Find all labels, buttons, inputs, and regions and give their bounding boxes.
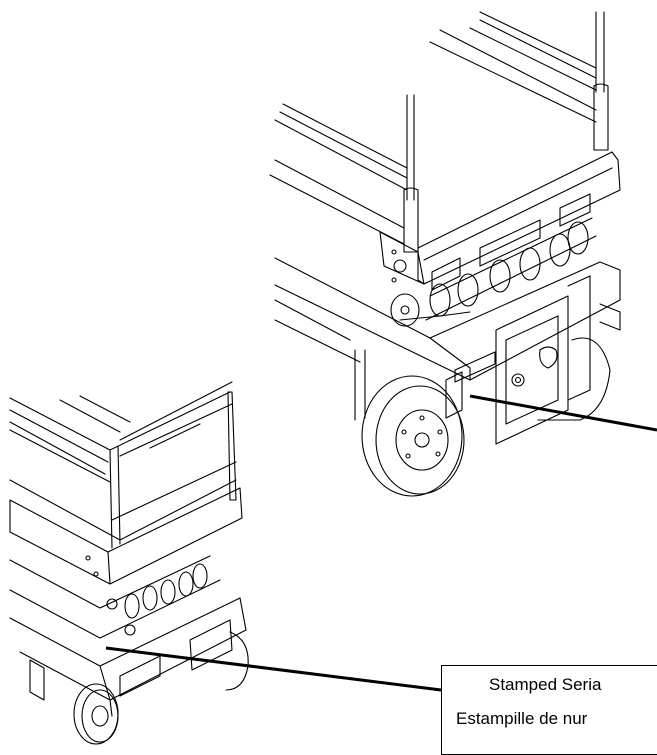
small-lift-railings [9, 381, 237, 549]
large-lift-top-rails [269, 11, 597, 245]
large-lift-illustration [269, 11, 621, 497]
leader-line-large-lift [469, 394, 657, 432]
serial-number-callout: Stamped Seria Estampille de nur [441, 665, 657, 755]
small-lift-scissor-stack [9, 555, 221, 639]
callout-english-label: Stamped Seria [489, 675, 602, 694]
large-lift-rail-posts [403, 11, 609, 253]
large-lift-scissor-stack [390, 217, 597, 327]
large-lift-front-wheel [361, 375, 465, 497]
small-lift-wheels [73, 631, 249, 745]
leader-line-small-lift [105, 646, 442, 692]
large-lift-chassis [274, 257, 621, 421]
large-lift-rear-wheel [537, 337, 611, 421]
small-lift-illustration [9, 381, 249, 745]
callout-french-label: Estampille de nur [456, 709, 588, 728]
serial-number-leader-lines [105, 394, 657, 692]
large-lift-platform [379, 151, 621, 291]
large-lift-tow-bracket [495, 275, 621, 445]
small-lift-platform [9, 461, 243, 585]
